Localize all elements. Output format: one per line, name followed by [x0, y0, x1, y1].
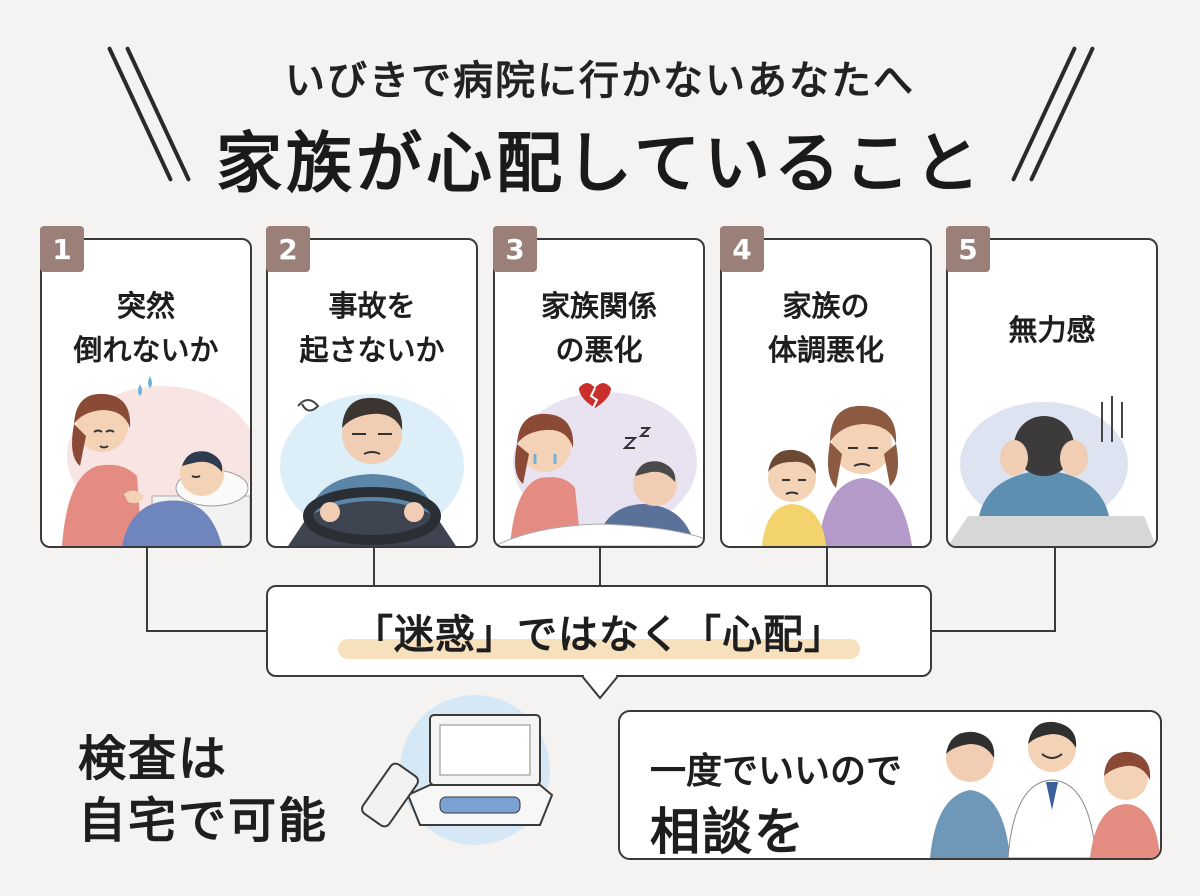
card-title: 家族関係 の悪化: [540, 289, 657, 367]
card-sudden-collapse: 突然 倒れないか: [40, 238, 252, 548]
message-highlight: [338, 639, 860, 659]
card-number-3: 3: [493, 226, 537, 272]
consult-main-text: 相談を: [650, 803, 806, 860]
card-number-1: 1: [40, 226, 84, 272]
connector-v-1: [146, 548, 148, 632]
worried-woman-sleeping-man-illustration: [62, 376, 250, 546]
card-title: 無力感: [1008, 313, 1096, 347]
card-helplessness: 無力感: [946, 238, 1158, 548]
card-family-relationship: 家族関係 の悪化: [493, 238, 705, 548]
connector-v-4: [826, 548, 828, 586]
central-message: 「迷惑」ではなく「心配」: [353, 612, 845, 658]
connector-v-5: [1054, 548, 1056, 632]
page-subtitle: いびきで病院に行かないあなたへ: [285, 58, 915, 104]
crying-woman-snoring-man-illustration: [495, 383, 703, 546]
card-accident: 事故を 起さないか: [266, 238, 478, 548]
card-number-5: 5: [946, 226, 990, 272]
doctor-consultation-illustration: [930, 721, 1160, 858]
central-message-box: 「迷惑」ではなく「心配」: [266, 585, 932, 677]
connector-v-2: [373, 548, 375, 586]
card-number-4: 4: [720, 226, 764, 272]
drowsy-driver-illustration: [280, 394, 464, 546]
connector-h-left: [146, 630, 268, 632]
consult-lead-text: 一度でいいので: [650, 751, 903, 792]
tired-mother-child-illustration: [762, 405, 912, 546]
card-title: 家族の 体調悪化: [767, 289, 884, 367]
card-number-2: 2: [266, 226, 310, 272]
connector-h-right: [930, 630, 1056, 632]
card-title: 突然 倒れないか: [73, 289, 219, 367]
home-test-text: 検査は 自宅で可能: [78, 731, 329, 849]
consultation-box: 一度でいいので 相談を: [618, 710, 1162, 860]
head-in-hands-illustration: [948, 396, 1156, 546]
home-sleep-test-kit-illustration: [361, 695, 554, 845]
card-title: 事故を 起さないか: [299, 289, 445, 367]
speech-bubble-tail: [582, 674, 618, 700]
page-title: 家族が心配していること: [215, 125, 985, 202]
card-family-health: 家族の 体調悪化: [720, 238, 932, 548]
connector-v-3: [599, 548, 601, 586]
